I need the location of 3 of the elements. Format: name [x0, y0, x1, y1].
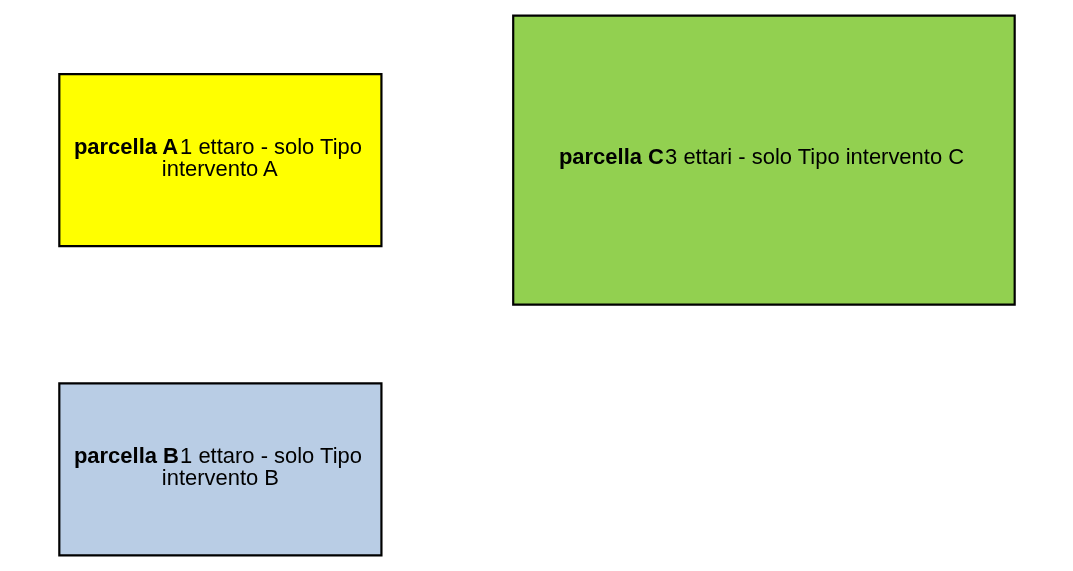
node-box: parcella A1 ettaro - solo Tipo intervento A — [57, 73, 383, 248]
node-box: parcella C3 ettari - solo Tipo intervento C — [511, 14, 1016, 306]
node-box: parcella B1 ettaro - solo Tipo intervento B — [57, 382, 383, 557]
